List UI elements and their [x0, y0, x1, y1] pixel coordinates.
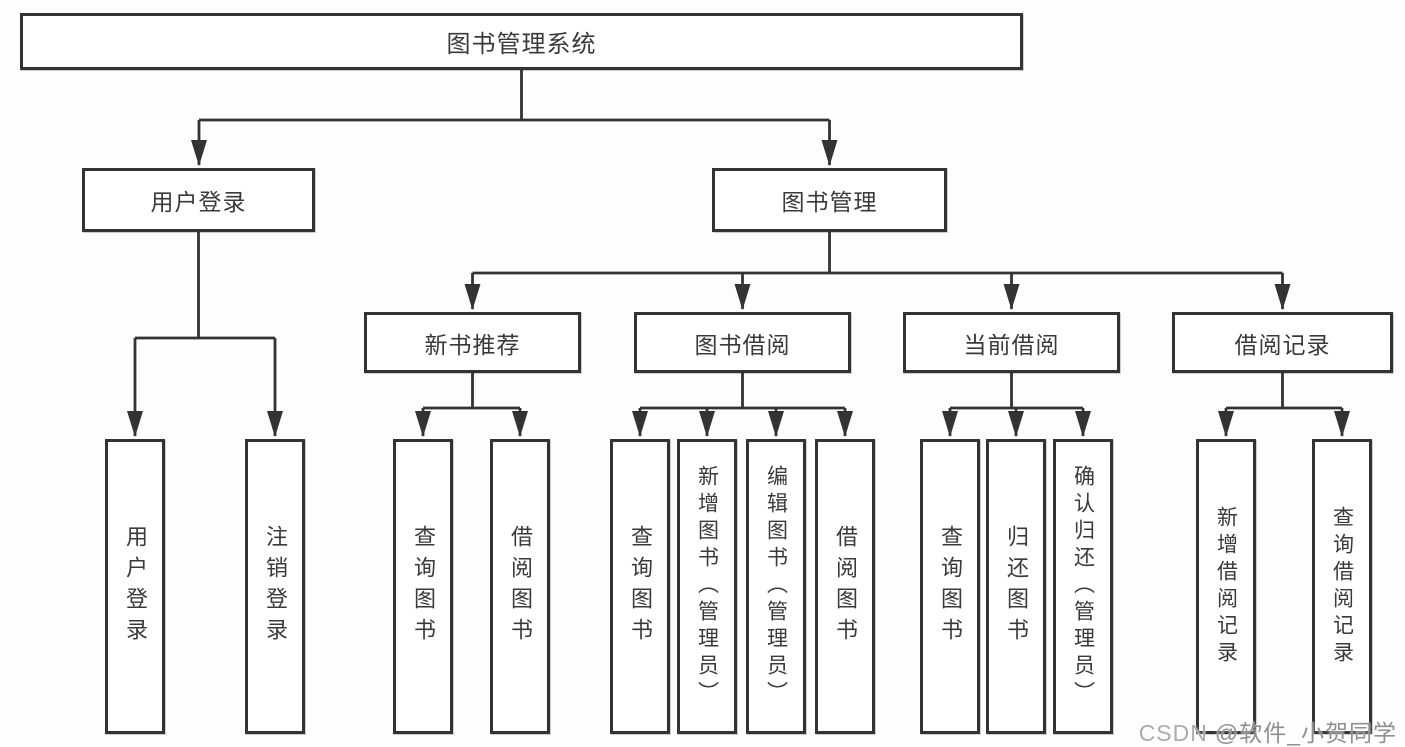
arrowheads [127, 120, 1350, 437]
watermark-brand: CSDN [1138, 720, 1208, 746]
node-leaf-query-books-current: 查询图书 [920, 439, 980, 734]
tree-branch-lines [135, 70, 1342, 410]
node-leaf-add-borrow-record: 新增借阅记录 [1196, 439, 1256, 734]
node-new-book-recommend: 新书推荐 [364, 312, 581, 373]
node-leaf-borrow-books-recommend: 借阅图书 [490, 439, 550, 734]
node-leaf-return-books: 归还图书 [986, 439, 1046, 734]
node-library-system: 图书管理系统 [20, 13, 1023, 70]
watermark: CSDN@软件_小贺同学 [1139, 714, 1397, 747]
node-leaf-user-login: 用户登录 [105, 439, 165, 734]
node-leaf-confirm-return-admin: 确认归还（管理员） [1053, 439, 1113, 734]
node-current-borrowing: 当前借阅 [903, 312, 1120, 373]
watermark-author: @软件_小贺同学 [1214, 720, 1397, 746]
node-leaf-borrow-books: 借阅图书 [815, 439, 875, 734]
node-leaf-query-books-recommend: 查询图书 [393, 439, 453, 734]
node-leaf-add-books-admin: 新增图书（管理员） [677, 439, 737, 734]
node-book-management: 图书管理 [712, 168, 947, 232]
node-leaf-query-borrow-record: 查询借阅记录 [1312, 439, 1372, 734]
node-user-login-group: 用户登录 [82, 168, 315, 232]
node-book-borrowing: 图书借阅 [634, 312, 851, 373]
node-leaf-query-books-borrowing: 查询图书 [610, 439, 670, 734]
node-leaf-logout: 注销登录 [245, 439, 305, 734]
node-borrowing-records: 借阅记录 [1172, 312, 1393, 373]
node-leaf-edit-books-admin: 编辑图书（管理员） [746, 439, 806, 734]
